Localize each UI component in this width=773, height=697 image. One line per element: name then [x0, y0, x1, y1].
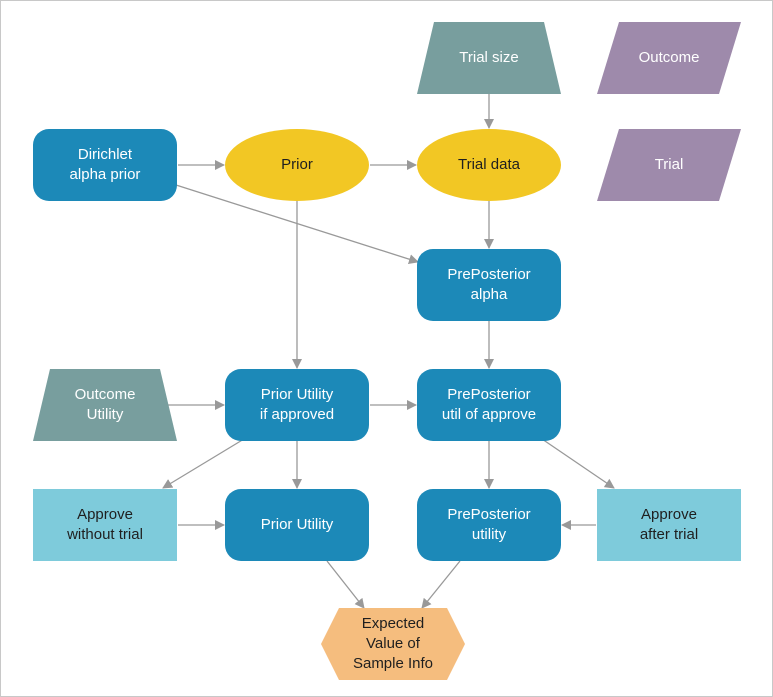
expected-value-of-sample-info-label: Expected Value of Sample Info — [352, 615, 434, 672]
trial-node — [597, 129, 741, 201]
outcome-utility-node — [33, 369, 177, 441]
trial-data-node — [417, 129, 561, 201]
trial-data-label: Trial data — [458, 156, 520, 173]
preposterior-util-of-approve-node — [417, 369, 561, 441]
expected-value-of-sample-info-node — [321, 608, 465, 680]
preposterior-utility-node — [417, 489, 561, 561]
dirichlet-alpha-prior-label: Dirichlet alpha prior — [69, 146, 141, 183]
approve-without-trial-node — [33, 489, 177, 561]
edge-preposterior-util-of-approve-to-approve-after-trial — [541, 438, 615, 489]
dirichlet-alpha-prior-node — [33, 129, 177, 201]
prior-utility-node — [225, 489, 369, 561]
preposterior-utility-label: PrePosterior utility — [447, 506, 531, 543]
edge-preposterior-utility-to-expected-value-of-sample-info — [421, 560, 461, 609]
outcome-utility-label: Outcome Utility — [74, 386, 136, 423]
prior-utility-label: Prior Utility — [260, 516, 334, 533]
outcome-node — [597, 22, 741, 94]
edge-prior-utility-if-approved-to-approve-without-trial — [162, 438, 245, 489]
edge-prior-utility-to-expected-value-of-sample-info — [326, 560, 365, 609]
prior-node — [225, 129, 369, 201]
trial-size-node — [417, 22, 561, 94]
trial-label: Trial — [654, 156, 684, 173]
approve-after-trial-node — [597, 489, 741, 561]
outcome-label: Outcome — [638, 49, 700, 66]
prior-utility-if-approved-node — [225, 369, 369, 441]
preposterior-alpha-node — [417, 249, 561, 321]
approve-after-trial-label: Approve after trial — [639, 506, 699, 543]
preposterior-alpha-label: PrePosterior alpha — [447, 266, 531, 303]
preposterior-util-of-approve-label: PrePosterior util of approve — [441, 386, 537, 423]
trial-size-label: Trial size — [459, 49, 519, 66]
approve-without-trial-label: Approve without trial — [67, 506, 143, 543]
prior-label: Prior — [281, 156, 313, 173]
prior-utility-if-approved-label: Prior Utility if approved — [259, 386, 335, 423]
